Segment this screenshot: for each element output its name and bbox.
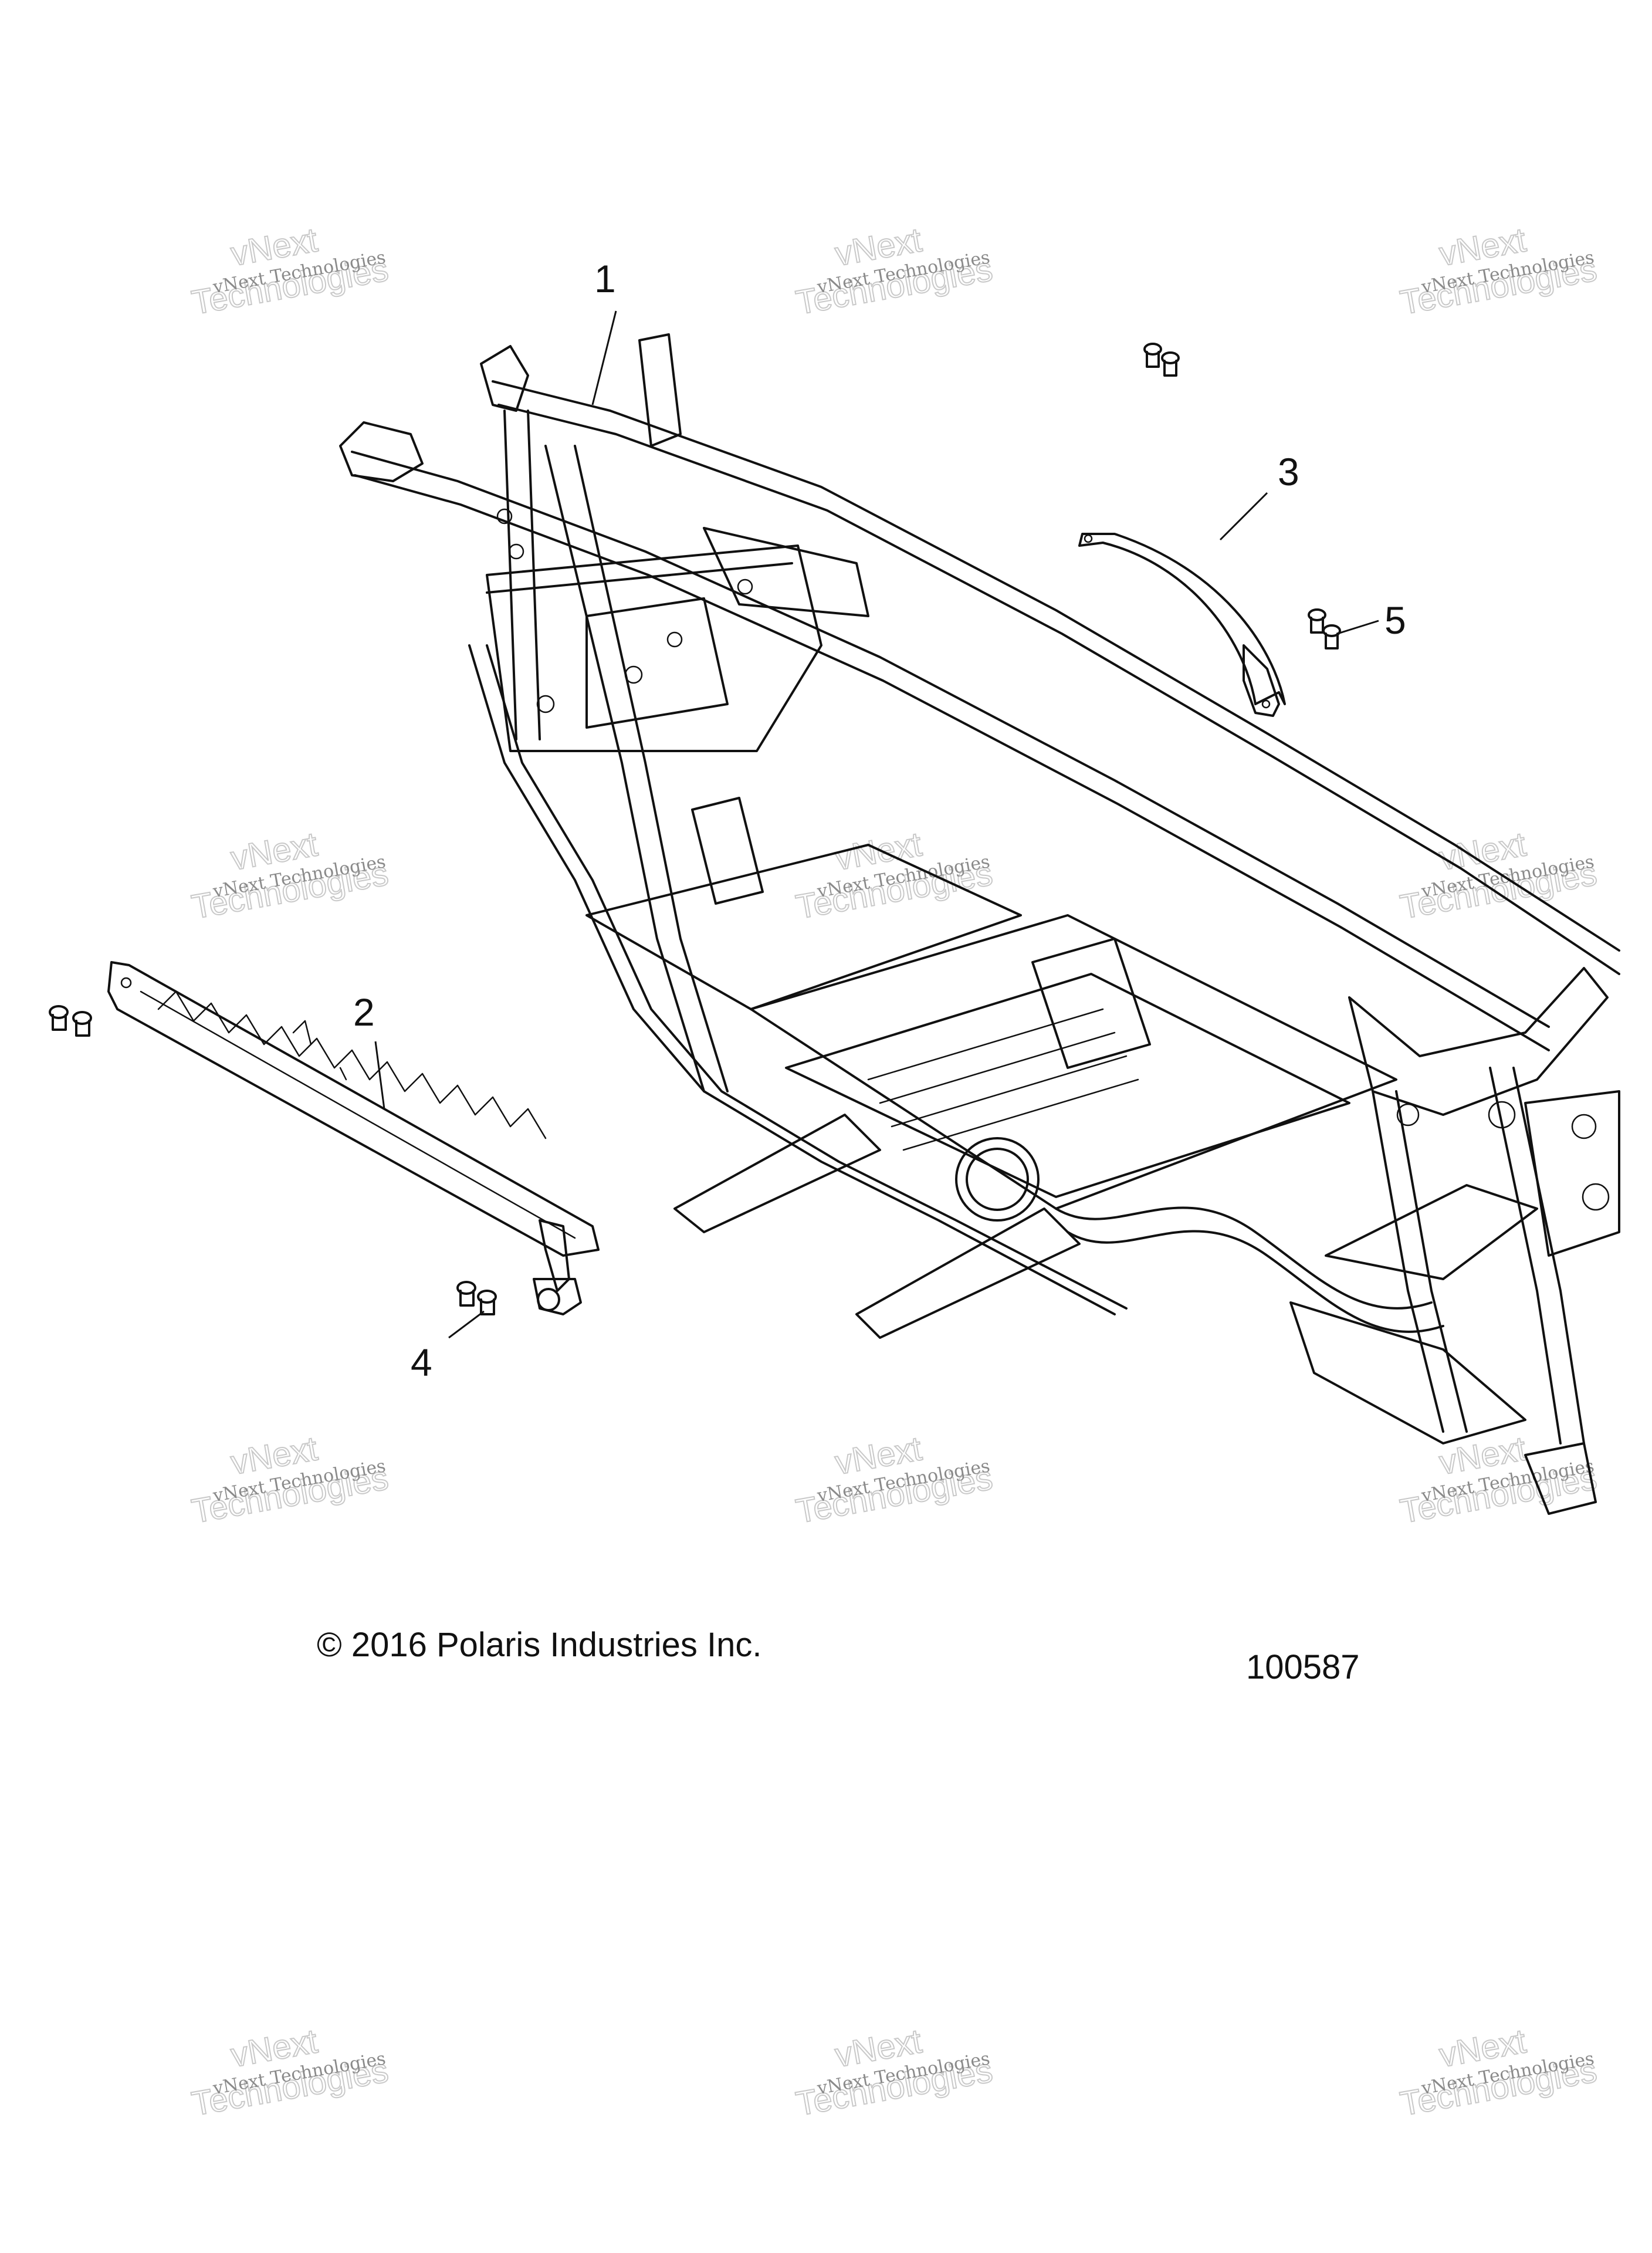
leader-2 — [374, 1041, 385, 1109]
bolt-icon — [456, 1281, 497, 1315]
callout-labels: 1 2 3 4 5 — [353, 257, 1406, 1384]
callout-leaders — [374, 310, 1379, 1339]
brace-drawing — [107, 961, 600, 1315]
watermark: Technologies vNext vNext Technologies — [793, 1429, 996, 1531]
watermark: Technologies vNext vNext Technologies — [188, 2021, 392, 2124]
main-frame-drawing — [339, 333, 1620, 1515]
watermark: Technologies vNext vNext Technologies — [793, 824, 996, 927]
bolt-icon — [1308, 608, 1341, 649]
watermark: Technologies vNext vNext Technologies — [793, 2021, 996, 2124]
bolt-icon — [1143, 343, 1180, 377]
callout-4: 4 — [411, 1341, 432, 1384]
callout-1: 1 — [594, 257, 616, 300]
callout-2: 2 — [353, 990, 375, 1034]
watermark: Technologies vNext vNext Technologies — [793, 220, 996, 323]
leader-5 — [1337, 620, 1379, 635]
watermark: Technologies vNext vNext Technologies — [188, 220, 392, 323]
leader-4 — [448, 1310, 485, 1339]
watermark: Technologies vNext vNext Technologies — [1397, 1429, 1600, 1531]
bolt-icon — [49, 1005, 92, 1037]
watermark: Technologies vNext vNext Technologies — [1397, 2021, 1600, 2124]
leader-3 — [1219, 492, 1268, 541]
bolts-drawing — [49, 343, 1341, 1315]
callout-3: 3 — [1278, 450, 1299, 493]
copyright-notice: © 2016 Polaris Industries Inc. — [317, 1626, 762, 1664]
watermark: Technologies vNext vNext Technologies — [188, 1429, 392, 1531]
watermark: Technologies vNext vNext Technologies — [188, 824, 392, 927]
diagram-number: 100587 — [1246, 1648, 1360, 1686]
watermark: Technologies vNext vNext Technologies — [1397, 220, 1600, 323]
callout-5: 5 — [1384, 598, 1406, 642]
leader-1 — [591, 310, 617, 405]
strap-drawing — [1078, 533, 1286, 717]
